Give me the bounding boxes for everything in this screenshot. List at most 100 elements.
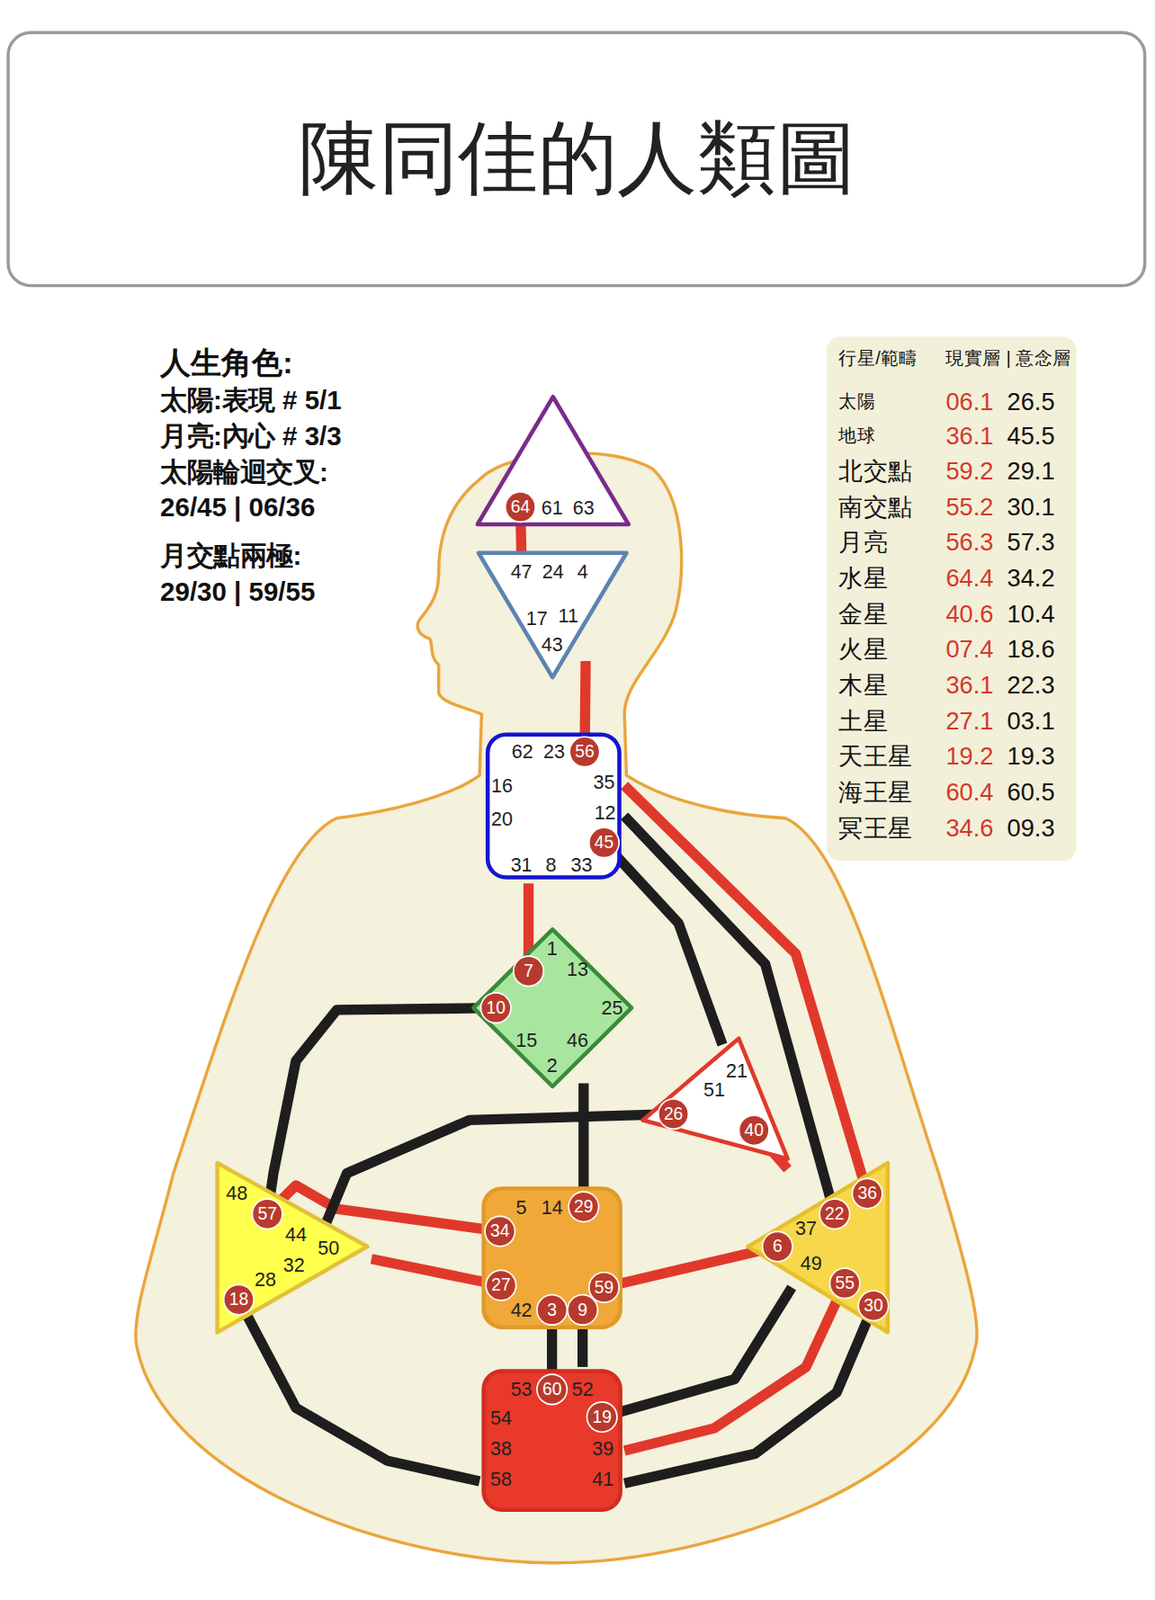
planet-name: 冥王星 (838, 814, 913, 842)
gate-number: 5 (516, 1198, 528, 1218)
center-outline (217, 1163, 368, 1333)
role-info: 月亮:內心 # 3/3 (160, 421, 342, 451)
ajna-center: 47244171143 (474, 548, 631, 681)
gate-number: 16 (491, 776, 513, 797)
gate-number: 44 (285, 1225, 307, 1245)
personality-gate: 60.5 (1007, 778, 1056, 806)
active-gate: 59 (590, 1273, 619, 1303)
personality-gate: 34.2 (1007, 564, 1056, 592)
gate-number: 10 (486, 999, 506, 1017)
gate-number: 50 (317, 1237, 340, 1258)
gate-number: 33 (571, 855, 593, 876)
active-gate: 36 (852, 1179, 882, 1209)
personality-gate: 03.1 (1007, 707, 1056, 735)
channel-line (624, 785, 863, 1181)
channel-line (546, 1324, 557, 1376)
gate-number: 63 (573, 498, 595, 519)
gate-number: 61 (541, 498, 564, 519)
gate-number: 30 (863, 1297, 883, 1315)
channel-line (579, 661, 591, 738)
planet-name: 木星 (838, 671, 887, 699)
active-gate: 3 (537, 1296, 567, 1326)
design-gate: 36.1 (945, 423, 994, 451)
gate-number: 22 (824, 1205, 844, 1223)
center-outline (483, 1188, 621, 1327)
gate-number: 51 (703, 1080, 726, 1101)
role-info: 太陽:表現 # 5/1 (160, 385, 342, 414)
gate-number: 31 (510, 855, 533, 876)
channel-line (624, 1319, 869, 1485)
gate-number: 4 (577, 561, 589, 582)
planet-name: 火星 (838, 636, 887, 664)
gate-number: 42 (510, 1300, 533, 1321)
active-gate: 27 (486, 1271, 516, 1300)
personality-gate: 09.3 (1007, 814, 1056, 842)
active-gate: 64 (506, 492, 536, 522)
gate-number: 38 (490, 1439, 512, 1460)
role-info: 月交點兩極: (160, 541, 302, 571)
center-outline (487, 734, 619, 878)
table-header: 現實層 | 意念層 (945, 349, 1071, 369)
channel-line (269, 1008, 483, 1200)
personality-gate: 45.5 (1007, 423, 1056, 451)
active-gate: 45 (590, 828, 619, 858)
gate-number: 1 (546, 939, 558, 959)
active-gate: 6 (762, 1232, 792, 1262)
center-outline (477, 396, 629, 525)
gate-number: 14 (541, 1198, 564, 1218)
active-gate: 9 (568, 1296, 598, 1326)
design-gate: 56.3 (945, 528, 994, 556)
head-center: 61 63 64 (473, 393, 633, 529)
gate-number: 36 (857, 1184, 877, 1202)
center-outline (483, 1370, 621, 1510)
gate-number: 24 (542, 561, 565, 582)
channel-line (617, 1250, 764, 1285)
planet-name: 海王星 (838, 778, 913, 806)
gate-number: 35 (593, 772, 616, 793)
personality-gate: 18.6 (1007, 636, 1056, 664)
personality-gate: 29.1 (1007, 457, 1056, 485)
solar-plexus-center: 3749223665530 (745, 1161, 890, 1335)
role-info: 26/45 | 06/36 (160, 492, 315, 522)
gate-number: 27 (491, 1277, 511, 1295)
planet-panel (826, 336, 1077, 861)
personality-gate: 26.5 (1007, 388, 1056, 416)
design-gate: 36.1 (945, 671, 994, 699)
channel-line (371, 1259, 488, 1283)
center-outline (643, 1038, 788, 1160)
active-gate: 10 (481, 993, 511, 1023)
gate-number: 48 (225, 1183, 248, 1204)
channel-line (624, 815, 831, 1200)
center-outline (747, 1163, 887, 1333)
active-gate: 60 (537, 1375, 567, 1405)
active-gate: 30 (859, 1291, 888, 1321)
planet-name: 南交點 (838, 493, 913, 521)
gate-number: 59 (594, 1279, 614, 1297)
gate-number: 29 (573, 1198, 593, 1216)
gate-number: 49 (800, 1253, 823, 1273)
gate-number: 57 (257, 1205, 277, 1223)
personality-gate: 57.3 (1007, 528, 1056, 556)
gate-number: 13 (566, 959, 589, 980)
title-box (8, 32, 1146, 286)
active-gate: 22 (820, 1199, 850, 1229)
role-info: 29/30 | 59/55 (160, 577, 315, 607)
gate-number: 41 (591, 1469, 614, 1490)
sacral-center: 514422934275939 (481, 1186, 623, 1330)
personality-gate: 30.1 (1007, 493, 1056, 521)
gate-number: 26 (663, 1105, 683, 1123)
gate-number: 12 (594, 803, 617, 824)
design-gate: 60.4 (945, 778, 994, 806)
gate-number: 58 (490, 1469, 512, 1490)
gate-number: 2 (546, 1055, 558, 1075)
gate-number: 39 (591, 1439, 614, 1460)
gate-number: 62 (511, 742, 534, 762)
gate-number: 46 (566, 1030, 589, 1051)
personality-gate: 19.3 (1007, 743, 1056, 771)
body-silhouette (135, 453, 977, 1564)
gate-number: 3 (546, 1301, 557, 1319)
design-gate: 40.6 (945, 600, 994, 628)
gate-number: 55 (834, 1274, 854, 1292)
active-gate: 56 (570, 737, 600, 767)
gate-number: 9 (577, 1301, 588, 1319)
